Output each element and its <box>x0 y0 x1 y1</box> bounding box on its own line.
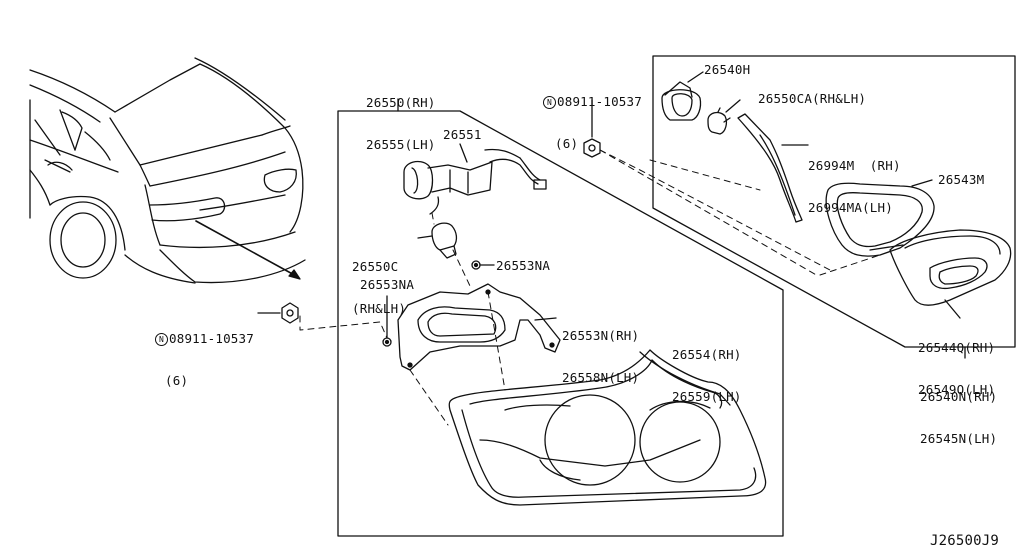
grommet-lower <box>382 295 392 347</box>
n-symbol-icon: N <box>543 96 556 109</box>
right-lamp-box <box>652 55 1016 359</box>
seal-strip-illustration <box>737 113 809 223</box>
label-inside-gasket: 26543M <box>938 172 985 187</box>
label-grommet-lower: 26553NA <box>360 277 415 292</box>
label-inside-lens-rh: 26544Q(RH) <box>918 340 996 355</box>
inside-bulb-illustration <box>707 99 741 135</box>
car-arrow <box>195 220 301 280</box>
label-inside-lens-lh: 26549Q(LH) <box>918 382 996 397</box>
label-inside-lamp-lh: 26545N(LH) <box>920 431 998 446</box>
nut-top <box>583 99 831 271</box>
label-lens-rh: 26554(RH) <box>672 347 742 362</box>
grommet-upper <box>471 260 495 270</box>
label-bulb-part: 26550C <box>352 259 399 274</box>
gasket-illustration <box>397 283 561 371</box>
label-seal: 26994M (RH) 26994MA(LH) <box>808 131 901 243</box>
inside-lamp-illustration <box>869 229 1012 319</box>
bulb-illustration <box>417 222 458 259</box>
label-socket: 26540H <box>704 62 751 77</box>
label-housing-lh: 26555(LH) <box>366 137 436 152</box>
label-bulb-note: (RH&LH) <box>352 301 407 316</box>
leader-lines-left <box>299 212 506 426</box>
label-inside-lamp-rh: 26540N(RH) <box>920 389 998 404</box>
label-diagram-code: J26500J9 <box>930 533 1000 549</box>
label-seal-lh: 26994MA(LH) <box>808 200 893 215</box>
nut-left <box>257 302 299 324</box>
label-lens: 26554(RH) 26559(LH) <box>672 320 742 432</box>
label-gasket: 26553N(RH) 26558N(LH) <box>562 301 639 413</box>
label-inside-bulb: 26550CA(RH&LH) <box>758 91 867 106</box>
harness-illustration <box>403 143 547 215</box>
label-gasket-rh: 26553N(RH) <box>562 328 640 343</box>
label-bulb: 26550C (RH&LH) <box>352 232 406 344</box>
label-grommet-upper: 26553NA <box>496 258 551 273</box>
n-symbol-icon: N <box>155 333 168 346</box>
leader-lines-right <box>599 149 881 277</box>
label-top-nut-number: 08911-10537 <box>557 94 642 109</box>
left-lamp-box <box>337 98 784 537</box>
label-housing-rh: 26550(RH) <box>366 95 436 110</box>
label-inside-lens: 26544Q(RH) 26549Q(LH) <box>918 313 995 425</box>
car-rear-illustration <box>29 57 306 284</box>
label-lens-lh: 26559(LH) <box>672 389 742 404</box>
label-gasket-lh: 26558N(LH) <box>562 370 640 385</box>
label-seal-rh: 26994M (RH) <box>808 158 901 173</box>
inside-gasket-illustration <box>649 159 935 257</box>
label-left-nut-number: 08911-10537 <box>169 331 254 346</box>
label-top-nut-qty: (6) <box>555 136 579 151</box>
label-inside-lamp: 26540N(RH) 26545N(LH) <box>920 362 997 474</box>
label-left-nut-qty: (6) <box>165 373 189 388</box>
label-harness: 26551 <box>443 127 482 142</box>
socket-illustration <box>661 71 704 121</box>
tail-lamp-lens-illustration <box>448 349 767 506</box>
label-housing: 26550(RH) 26555(LH) <box>366 68 436 180</box>
